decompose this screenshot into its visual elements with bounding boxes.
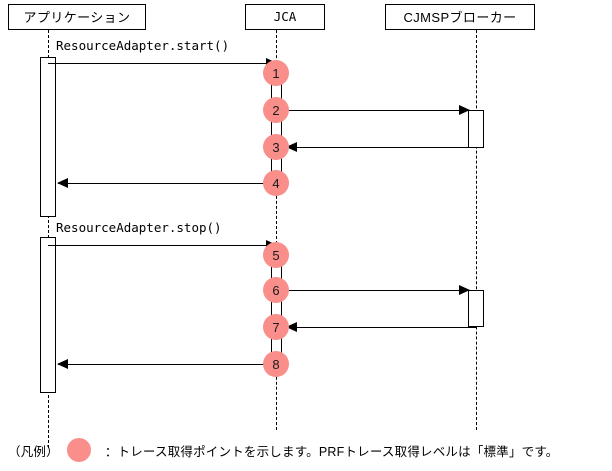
trace-point-6: 6 [263, 277, 289, 303]
arrowhead-8 [57, 359, 68, 369]
trace-point-number: 8 [272, 356, 280, 372]
trace-point-3: 3 [263, 134, 289, 160]
lifeline-broker [476, 30, 477, 430]
arrowhead-4 [57, 178, 68, 188]
legend-trace-point-swatch [66, 438, 91, 462]
trace-point-1: 1 [263, 60, 289, 86]
legend: （凡例） ： トレース取得ポイントを示します。PRFトレース取得レベルは「標準」… [8, 436, 558, 464]
message-label-resourceadapter-stop: ResourceAdapter.stop() [56, 220, 222, 235]
trace-point-number: 3 [272, 139, 280, 155]
trace-point-number: 2 [272, 102, 280, 118]
participant-box-application[interactable]: アプリケーション [8, 4, 146, 30]
arrowhead-7 [286, 322, 297, 332]
trace-point-number: 4 [272, 175, 280, 191]
activation-bar-application-start [40, 57, 56, 217]
activation-bar-broker-start [468, 110, 484, 148]
message-arrow-2 [282, 110, 476, 111]
trace-point-number: 5 [272, 247, 280, 263]
trace-point-7: 7 [263, 314, 289, 340]
message-arrow-5 [48, 245, 276, 246]
participant-box-broker[interactable]: CJMSPブローカー [385, 4, 535, 30]
message-label-resourceadapter-start: ResourceAdapter.start() [56, 38, 230, 53]
participant-label-jca: JCA [273, 8, 297, 24]
trace-point-number: 7 [272, 319, 280, 335]
trace-point-8: 8 [263, 351, 289, 377]
trace-point-5: 5 [263, 242, 289, 268]
participant-label-application: アプリケーション [23, 9, 131, 25]
legend-separator: ： [104, 444, 118, 459]
trace-point-number: 6 [272, 282, 280, 298]
message-arrow-8 [58, 364, 276, 365]
trace-point-number: 1 [272, 65, 280, 81]
participant-box-jca[interactable]: JCA [245, 4, 325, 30]
trace-point-4: 4 [263, 170, 289, 196]
participant-label-broker: CJMSPブローカー [403, 9, 517, 25]
arrowhead-6 [459, 285, 470, 295]
lifeline-jca [276, 30, 277, 430]
legend-description: トレース取得ポイントを示します。PRFトレース取得レベルは「標準」です。 [117, 444, 559, 459]
message-arrow-7 [286, 327, 476, 328]
message-arrow-6 [282, 290, 476, 291]
message-arrow-3 [286, 147, 476, 148]
legend-title: （凡例） [8, 444, 59, 459]
arrowhead-3 [286, 142, 297, 152]
message-arrow-1 [48, 63, 276, 64]
message-arrow-4 [58, 183, 276, 184]
activation-bar-broker-stop [468, 290, 484, 327]
arrowhead-2 [459, 105, 470, 115]
trace-point-2: 2 [263, 97, 289, 123]
activation-bar-application-stop [40, 237, 56, 393]
